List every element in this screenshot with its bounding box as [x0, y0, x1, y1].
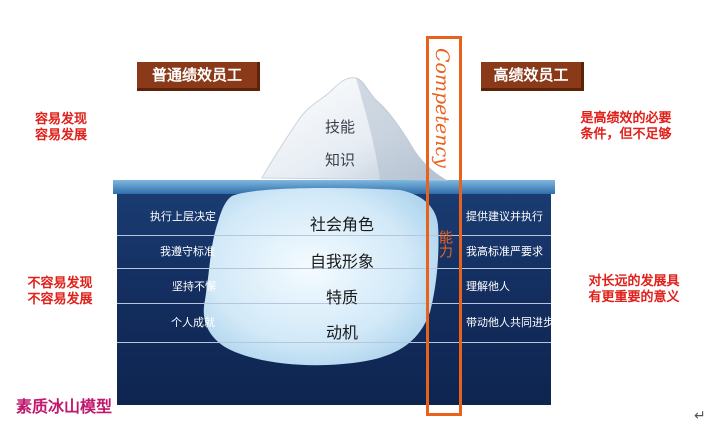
left-note-bottom-line1: 不容易发现 — [27, 276, 93, 291]
iceberg-tip-shade — [356, 78, 446, 180]
tip-skill: 技能 — [324, 118, 355, 136]
right-row-1: 提供建议并执行 — [466, 210, 543, 223]
left-note-bottom: 不容易发现 不容易发展 — [10, 276, 110, 308]
right-note-bottom-line2: 有更重要的意义 — [588, 290, 680, 305]
return-icon: ↵ — [694, 408, 706, 424]
right-note-top: 是高绩效的必要 条件，但不足够 — [566, 111, 686, 143]
left-row-4: 个人成就 — [171, 316, 215, 329]
left-row-1: 执行上层决定 — [150, 210, 216, 223]
left-note-top: 容易发现 容易发展 — [16, 112, 106, 144]
ordinary-performer-tag: 普通绩效员工 — [137, 62, 260, 91]
row-divider-1 — [117, 235, 551, 236]
competency-highlight-box — [426, 36, 462, 416]
right-row-3: 理解他人 — [466, 280, 510, 293]
left-row-3: 坚持不懈 — [172, 280, 216, 293]
row-divider-2 — [117, 268, 551, 269]
left-note-top-line2: 容易发展 — [34, 128, 87, 143]
submerged-self-image: 自我形象 — [309, 252, 374, 271]
row-divider-3 — [117, 303, 551, 304]
submerged-iceberg — [203, 188, 439, 366]
right-note-bottom-line1: 对长远的发展具 — [588, 274, 680, 289]
competency-label: Competency — [431, 48, 453, 168]
competency-chinese-label: 能力 — [437, 230, 453, 258]
right-note-bottom: 对长远的发展具 有更重要的意义 — [574, 274, 694, 306]
submerged-social-role: 社会角色 — [309, 215, 374, 234]
left-row-2: 我遵守标准 — [160, 245, 215, 258]
tip-knowledge: 知识 — [324, 151, 355, 169]
submerged-motive: 动机 — [325, 323, 358, 342]
left-note-top-line1: 容易发现 — [34, 112, 87, 127]
right-note-top-line2: 条件，但不足够 — [580, 127, 672, 142]
right-row-4: 带动他人共同进步 — [466, 316, 554, 329]
high-performer-tag: 高绩效员工 — [481, 62, 584, 91]
water-surface — [113, 180, 555, 194]
right-note-top-line1: 是高绩效的必要 — [580, 111, 672, 126]
left-note-bottom-line2: 不容易发展 — [27, 292, 93, 307]
right-row-2: 我高标准严要求 — [466, 245, 543, 258]
row-divider-4 — [117, 342, 551, 343]
footer-title: 素质冰山模型 — [16, 397, 113, 416]
submerged-trait: 特质 — [325, 288, 358, 307]
